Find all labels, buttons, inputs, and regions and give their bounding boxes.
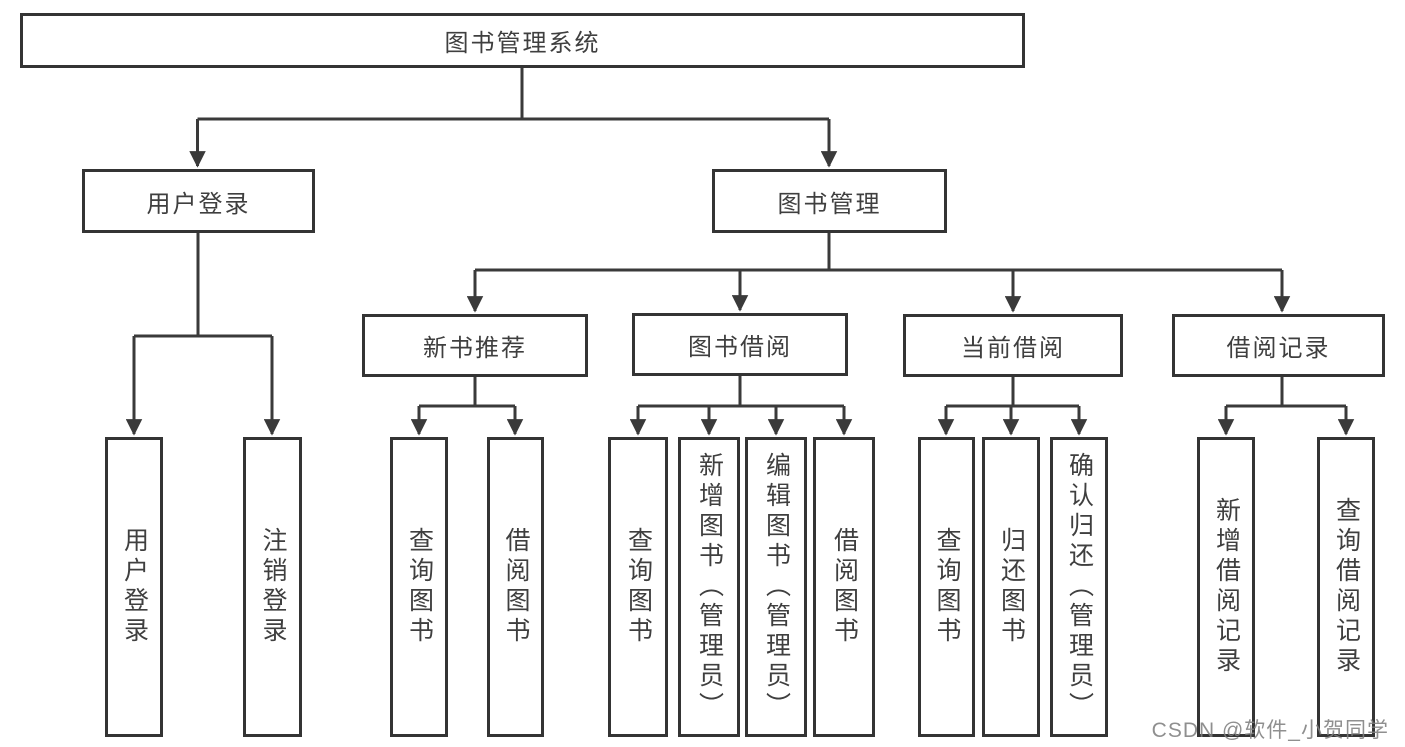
leaf-bb-add-book-admin: 新增图书（管理员）: [678, 437, 740, 737]
node-label: 借阅图书: [502, 527, 530, 647]
node-label: 用户登录: [146, 190, 251, 218]
node-label: 查询图书: [624, 527, 653, 647]
node-current-borrow: 当前借阅: [903, 314, 1123, 377]
node-library-management-system: 图书管理系统: [20, 13, 1025, 68]
leaf-br-query-record: 查询借阅记录: [1317, 437, 1375, 737]
node-label: 图书管理系统: [444, 30, 601, 57]
leaf-cb-query-book: 查询图书: [918, 437, 975, 737]
node-label: 借阅记录: [1226, 335, 1331, 362]
leaf-bb-query-book: 查询图书: [608, 437, 668, 737]
node-label: 查询借阅记录: [1332, 497, 1361, 677]
leaf-br-add-record: 新增借阅记录: [1197, 437, 1255, 737]
leaf-bb-borrow-book: 借阅图书: [813, 437, 875, 737]
node-label: 确认归还（管理员）: [1065, 452, 1094, 722]
leaf-nbr-borrow-book: 借阅图书: [487, 437, 544, 737]
node-label: 用户登录: [120, 527, 149, 647]
node-label: 当前借阅: [961, 335, 1065, 362]
node-label: 借阅图书: [830, 527, 859, 647]
node-label: 新书推荐: [423, 335, 527, 362]
node-book-management: 图书管理: [712, 169, 947, 233]
leaf-cb-confirm-return-admin: 确认归还（管理员）: [1050, 437, 1108, 737]
node-label: 查询图书: [405, 527, 434, 647]
node-new-book-recommend: 新书推荐: [362, 314, 588, 377]
node-label: 编辑图书（管理员）: [762, 452, 791, 722]
leaf-logout-login: 注销登录: [243, 437, 302, 737]
node-label: 注销登录: [259, 527, 287, 647]
csdn-watermark: CSDN @软件_小贺同学: [1151, 719, 1389, 742]
node-label: 新增图书（管理员）: [695, 452, 724, 722]
node-user-login: 用户登录: [82, 169, 315, 233]
node-borrow-record: 借阅记录: [1172, 314, 1385, 377]
leaf-cb-return-book: 归还图书: [982, 437, 1040, 737]
node-label: 图书管理: [777, 190, 882, 218]
node-label: 查询图书: [933, 527, 961, 647]
node-label: 图书借阅: [688, 334, 792, 361]
leaf-nbr-query-book: 查询图书: [390, 437, 448, 737]
node-book-borrow: 图书借阅: [632, 313, 848, 376]
node-label: 新增借阅记录: [1212, 497, 1241, 677]
leaf-bb-edit-book-admin: 编辑图书（管理员）: [745, 437, 807, 737]
leaf-user-login: 用户登录: [105, 437, 163, 737]
node-label: 归还图书: [997, 527, 1026, 647]
